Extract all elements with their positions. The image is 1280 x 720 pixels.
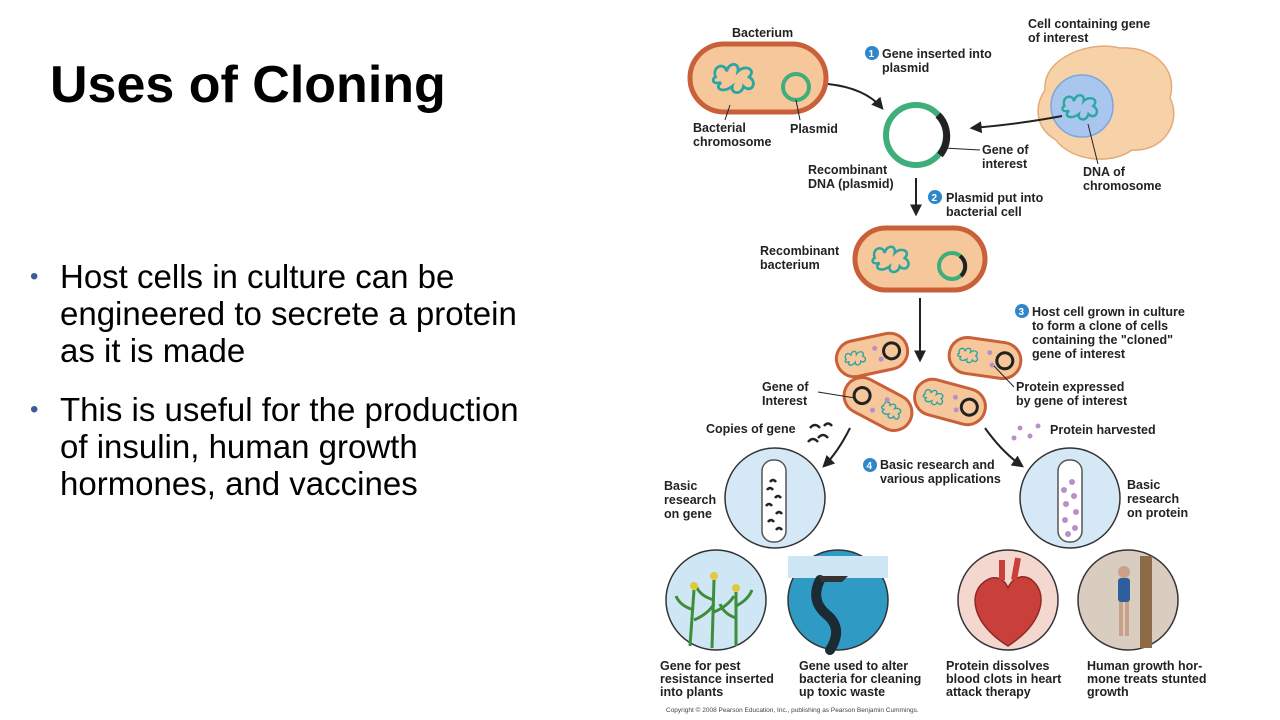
protein-dots-icon (1011, 423, 1041, 441)
clone-cell (913, 377, 987, 427)
donor-cell (1037, 45, 1175, 160)
bullet-line: engineered to secrete a protein (60, 295, 517, 332)
recombinant-plasmid-ring (883, 102, 949, 168)
recombinant-plasmid (883, 102, 951, 168)
gene-insert-icon (935, 112, 951, 158)
step-badge-2 (928, 190, 942, 204)
bullet-line: of insulin, human growth (60, 428, 418, 465)
label-bacterium: Bacterium (732, 26, 793, 40)
step-badge-4 (863, 458, 877, 472)
nucleus (1050, 74, 1114, 138)
test-tube-protein-icon (1057, 459, 1083, 543)
application-growth-image (1077, 549, 1179, 651)
bullet-item: • This is useful for the production of i… (30, 391, 630, 502)
bullet-line: Host cells in culture can be (60, 258, 455, 295)
step-number-2: 2 (932, 193, 938, 204)
clone-cell (947, 335, 1023, 381)
step-number-3: 3 (1019, 307, 1025, 318)
application-plants-image (665, 549, 767, 651)
clone-cell (842, 376, 914, 432)
research-gene-circle (724, 447, 826, 549)
bullet-line: This is useful for the production (60, 391, 519, 428)
test-tube-gene-icon (761, 459, 787, 543)
step-badge-1 (865, 46, 879, 60)
bullet-line: hormones, and vaccines (60, 465, 418, 502)
recombinant-bacterium-body (852, 225, 988, 293)
bacterium-body (687, 41, 829, 115)
bacterium (687, 41, 829, 115)
step-badge-3 (1015, 304, 1029, 318)
bullet-line: as it is made (60, 332, 246, 369)
slide-title: Uses of Cloning (50, 56, 446, 114)
step-number-1: 1 (869, 49, 875, 60)
bullet-dot-icon: • (30, 263, 39, 290)
label-plasmid: Plasmid (790, 122, 838, 136)
recombinant-bacterium (852, 225, 988, 293)
bullet-list: • Host cells in culture can be engineere… (30, 258, 630, 524)
gene-copies-icon (807, 422, 833, 443)
copyright-text: Copyright © 2008 Pearson Education, Inc.… (666, 706, 919, 714)
bullet-dot-icon: • (30, 396, 39, 423)
label-protein-harvested: Protein harvested (1050, 423, 1156, 437)
research-protein-circle (1019, 447, 1121, 549)
bullet-item: • Host cells in culture can be engineere… (30, 258, 630, 369)
application-toxic-waste-image (787, 549, 889, 655)
label-copies-of-gene: Copies of gene (706, 422, 796, 436)
step-number-4: 4 (867, 461, 873, 472)
application-heart-image (957, 549, 1059, 651)
clone-cell (834, 331, 910, 379)
